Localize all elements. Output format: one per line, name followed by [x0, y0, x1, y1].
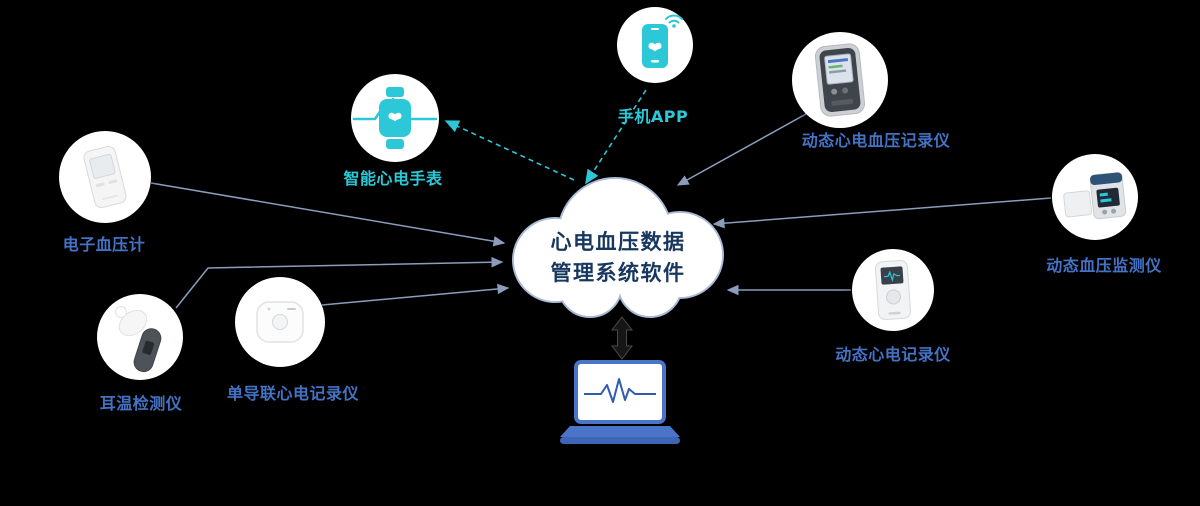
connector-patch-to-cloud	[321, 283, 510, 306]
connector-phone-to-cloud	[585, 89, 647, 185]
cloud-title-line1: 心电血压数据	[550, 230, 686, 254]
connector-ear-to-cloud	[175, 256, 504, 309]
cloud-title: 心电血压数据 管理系统软件	[551, 227, 686, 289]
connector-cloud-to-watch	[444, 120, 575, 181]
laptop-icon	[560, 360, 680, 444]
device-label-ear-thermometer: 耳温检测仪	[99, 394, 183, 413]
device-node-watch	[351, 74, 439, 162]
cloud-shape	[512, 177, 724, 318]
device-node-ecg-recorder	[852, 249, 934, 331]
ecg-recorder-icon	[874, 259, 912, 321]
smartwatch-icon	[352, 87, 438, 149]
device-node-patch	[235, 277, 325, 367]
wifi-signal-icon	[665, 14, 683, 28]
holter-monitor-icon	[814, 43, 866, 117]
device-node-phone	[617, 7, 693, 83]
device-label-phone: 手机APP	[617, 107, 689, 126]
device-label-watch: 智能心电手表	[343, 169, 443, 188]
heart-icon	[388, 112, 402, 122]
cloud-title-line2: 管理系统软件	[550, 261, 686, 285]
bp-device-icon	[83, 145, 127, 209]
ear-thermometer-icon	[115, 306, 162, 373]
device-node-abpm	[1052, 154, 1138, 240]
connector-abpm-to-cloud	[712, 197, 1052, 229]
device-node-ear-thermometer	[97, 294, 183, 380]
connector-bp-left-to-cloud	[150, 182, 506, 247]
device-label-ecg-recorder: 动态心电记录仪	[835, 345, 951, 364]
smartphone-icon	[642, 14, 683, 68]
ecg-wave-icon	[584, 378, 656, 403]
abpm-device-icon	[1063, 172, 1127, 220]
device-node-holter	[792, 32, 888, 128]
patch-recorder-icon	[256, 301, 304, 343]
device-label-abpm: 动态血压监测仪	[1046, 256, 1162, 275]
device-label-patch: 单导联心电记录仪	[226, 384, 360, 403]
up-down-arrow-icon	[610, 316, 634, 360]
device-node-bp-left	[59, 131, 151, 223]
device-label-holter: 动态心电血压记录仪	[801, 131, 951, 150]
device-label-bp-left: 电子血压计	[62, 235, 146, 254]
connector-holter-to-cloud	[676, 113, 807, 186]
